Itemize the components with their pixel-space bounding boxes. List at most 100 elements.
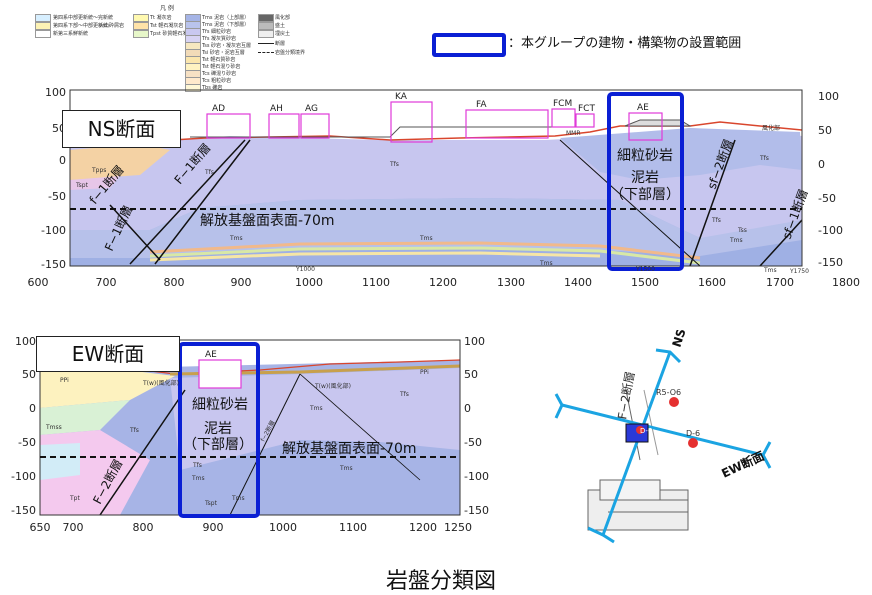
ew-building-ae	[198, 359, 242, 389]
ns-ytick-right: -150	[818, 256, 843, 269]
ns-fault-line	[109, 204, 161, 261]
ns-rock-label: 細粒砂岩	[617, 148, 673, 164]
ns-mmr-label: MMR	[566, 130, 581, 137]
ns-unit-label: Tms	[729, 237, 743, 244]
ns-xtick: 900	[231, 276, 252, 289]
ns-unit-label: Tfs	[389, 161, 399, 168]
ew-unit-label: Tms	[339, 465, 353, 472]
ew-unit-label: T(w)(風化部)	[314, 382, 351, 390]
legend-swatch	[258, 22, 274, 30]
ns-xtick: 1300	[497, 276, 525, 289]
ns-xtick: 700	[96, 276, 117, 289]
ns-unit-label: Tms	[763, 267, 777, 274]
ew-rock-label: （下部層）	[183, 437, 253, 453]
map-ns-arrow	[655, 348, 682, 364]
legend-line	[258, 43, 274, 44]
legend-entry: Tst 軽石質砂岩	[202, 57, 236, 63]
ew-layer-tmss	[40, 400, 130, 435]
ns-coord-mark: Y1500	[635, 266, 655, 273]
ns-building-fct	[575, 113, 595, 128]
ns-layer-weathered	[70, 144, 170, 180]
ns-highlight-range	[607, 92, 684, 271]
ns-excavation	[190, 126, 560, 138]
ew-unit-label: Tpt	[69, 495, 80, 502]
map-ew-line	[561, 403, 764, 457]
map-structure	[599, 479, 661, 501]
ew-unit-label: Tmss	[45, 424, 62, 431]
map-borehole	[636, 426, 644, 434]
ew-fault-line	[99, 389, 186, 515]
legend-swatch	[133, 22, 149, 30]
ns-rock-label: （下部層）	[610, 187, 680, 203]
ew-highlight-range	[178, 342, 260, 518]
ns-xtick: 1200	[429, 276, 457, 289]
ew-xtick: 650	[30, 521, 51, 534]
map-borehole-label: D-6	[686, 429, 700, 438]
legend-swatch	[35, 22, 51, 30]
ew-unit-label: Tms	[191, 475, 205, 482]
ns-unit-label: Tspt	[75, 182, 89, 189]
ew-ytick-right: 50	[464, 368, 478, 381]
ns-unit-label: Tms	[539, 260, 553, 267]
legend-entry: 埋戻土	[275, 31, 291, 37]
map-ew-arrow	[554, 393, 564, 419]
legend-entry: Tfs 凝灰質砂岩	[202, 36, 237, 42]
ns-building-ka	[390, 101, 433, 143]
ns-unit-label: Tfs	[711, 217, 721, 224]
ns-unit-label: Tpps	[91, 167, 106, 174]
legend-entry: Tms 泥岩（上部層）	[202, 15, 250, 21]
ns-band	[149, 241, 701, 260]
ns-datum-label: 解放基盤面表面-70m	[200, 212, 335, 229]
legend-swatch	[133, 30, 149, 38]
map-borehole-label: D-6	[640, 427, 653, 435]
ns-fault-line	[689, 139, 736, 266]
legend-title: 凡 例	[160, 5, 174, 12]
ew-ytick-right: 0	[464, 402, 471, 415]
legend-entry: Tst 軽石凝灰岩	[150, 23, 184, 29]
ns-frame	[69, 89, 803, 267]
ew-ytick: -100	[11, 470, 36, 483]
ns-geology	[70, 119, 802, 266]
ns-xtick: 1100	[362, 276, 390, 289]
ew-xtick: 1200	[409, 521, 437, 534]
ns-layer-tss	[70, 198, 802, 258]
ew-unit-label: T(w)(風化部)	[142, 379, 179, 387]
ew-unit-label: PPi	[60, 377, 69, 384]
ns-building-label: AE	[637, 103, 649, 113]
legend-entry: Tst 軽石混り砂岩	[202, 64, 241, 70]
map-ns-line	[601, 351, 672, 536]
ew-xtick: 1250	[444, 521, 472, 534]
ew-geology	[40, 359, 460, 515]
ns-fault-line	[129, 139, 246, 265]
ns-unit-label: Tms	[419, 235, 433, 242]
ns-ytick: 0	[59, 154, 66, 167]
ns-ytick-right: -50	[818, 192, 836, 205]
ns-building-label: FA	[476, 100, 487, 110]
ns-unit-label: Tfs	[204, 169, 214, 176]
ns-fault-line	[154, 139, 251, 265]
ns-ytick-right: 50	[818, 124, 832, 137]
ns-ytick: -100	[41, 224, 66, 237]
map-borehole	[669, 397, 679, 407]
ns-building-label: AG	[305, 104, 318, 114]
highlight-key-box	[432, 33, 506, 57]
ew-layer-weathered	[40, 368, 175, 408]
key-map: R5-O6 D-6 D-6 F−2断層 NS断面 EW断面	[554, 330, 772, 544]
ns-layer-pumice	[70, 176, 120, 190]
ew-layer-tall	[40, 443, 80, 480]
ew-fault-line	[229, 373, 301, 515]
ew-xtick: 800	[133, 521, 154, 534]
ew-unit-label: Tspt	[204, 500, 218, 507]
ns-coord-mark: Y1750	[789, 268, 809, 275]
legend-entry: Tcs 粗粒砂岩	[202, 78, 232, 84]
ew-layer-tfs	[170, 368, 460, 470]
ns-xtick: 1800	[832, 276, 860, 289]
ns-ground-surface	[70, 121, 802, 146]
ew-section-label: EW断面	[36, 336, 180, 372]
ns-xtick: 1700	[766, 276, 794, 289]
ew-unit-label: Tms	[231, 495, 245, 502]
map-fault-label: F−2断層	[614, 370, 637, 420]
ns-unit-label: Tss	[737, 227, 747, 234]
ns-xtick: 600	[28, 276, 49, 289]
legend-swatch	[35, 14, 51, 22]
